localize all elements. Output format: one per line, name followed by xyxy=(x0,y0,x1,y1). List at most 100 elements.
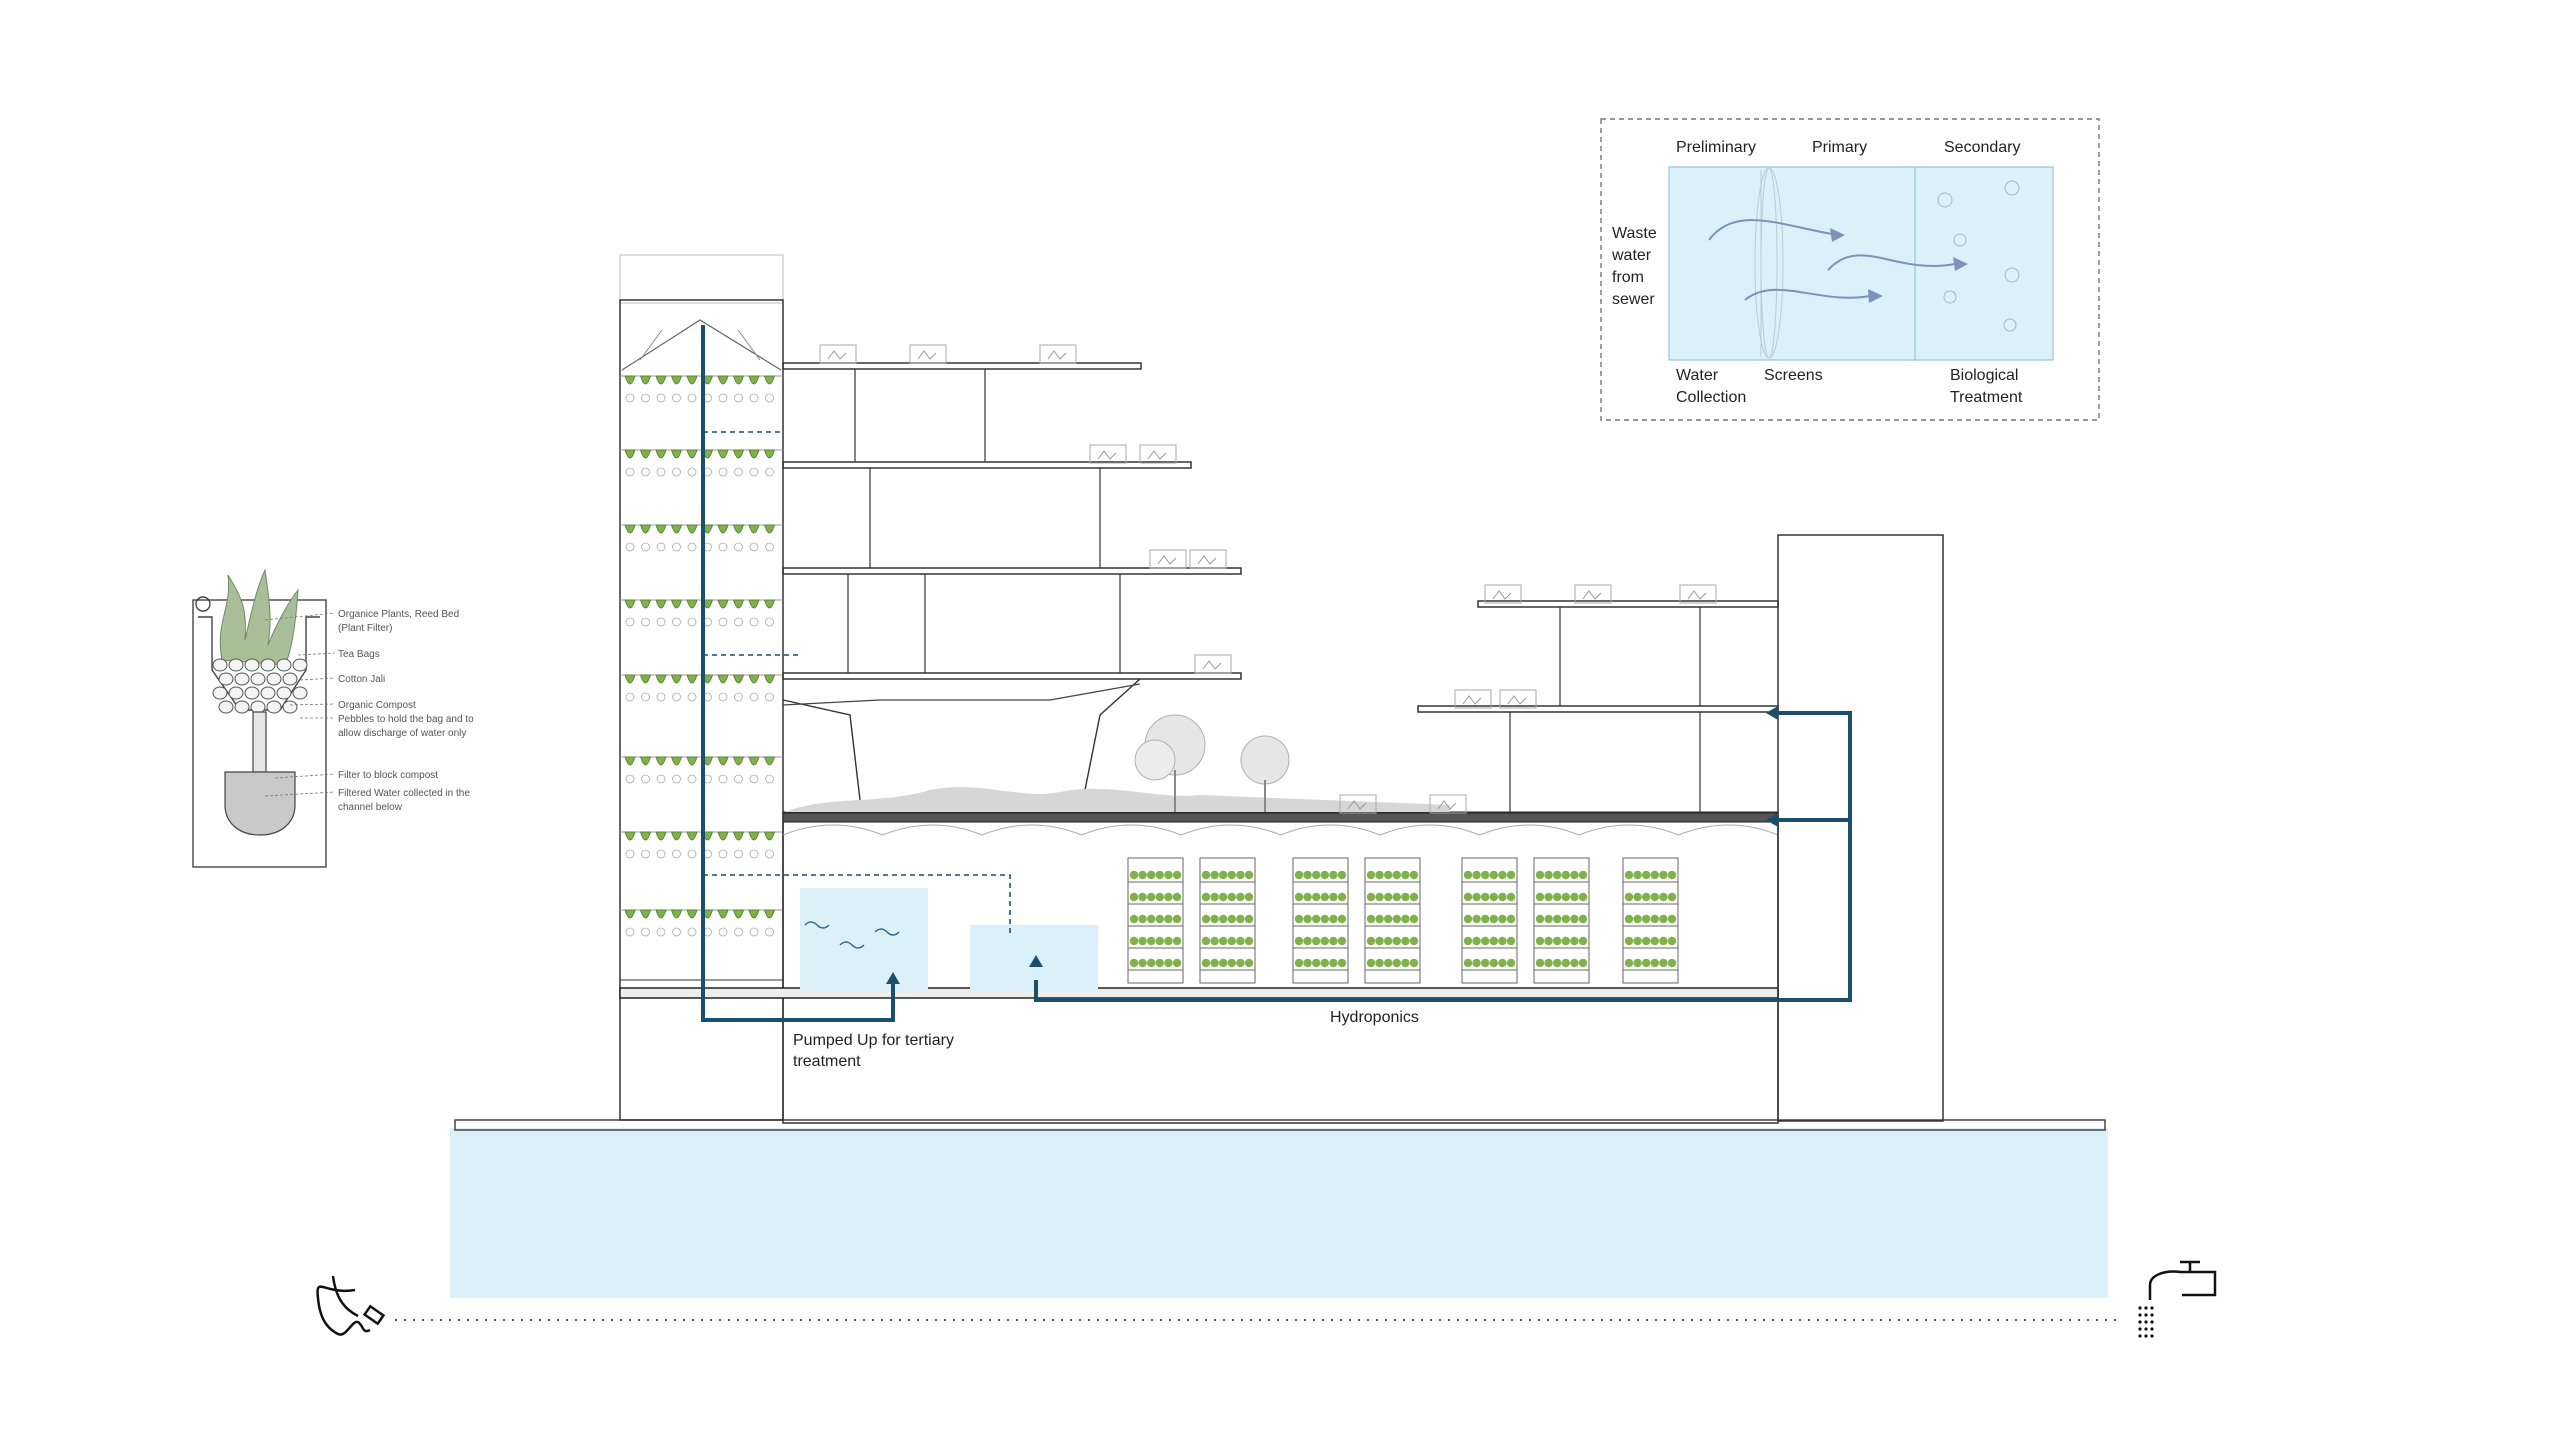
planter-pot xyxy=(686,674,698,684)
planter-pot xyxy=(748,449,760,459)
planter-box xyxy=(1139,444,1177,464)
filter-label: Tea Bags xyxy=(338,649,380,660)
screens-label: Screens xyxy=(1764,367,1823,384)
water-collection-line-2: Collection xyxy=(1676,389,1746,406)
reed-plant xyxy=(219,568,299,666)
planter-pot xyxy=(717,831,729,841)
vertical-planter-rows xyxy=(620,375,783,937)
hydroponic-rack xyxy=(1364,857,1421,984)
biological-line-1: Biological xyxy=(1950,367,2018,384)
planter-pot xyxy=(655,599,667,609)
planter-pot xyxy=(624,674,636,684)
planter-pot xyxy=(624,599,636,609)
planter-box xyxy=(1679,584,1717,604)
planter-pot xyxy=(670,831,683,841)
planter-pot xyxy=(639,524,652,534)
planter-box xyxy=(1429,794,1467,814)
planter-pot xyxy=(670,909,683,919)
planter-pot xyxy=(639,375,652,385)
planter-pot xyxy=(763,909,776,919)
water-pipes xyxy=(701,325,1852,1022)
hydroponic-rack xyxy=(1292,857,1349,984)
trees xyxy=(1134,714,1290,812)
right-building xyxy=(1417,534,1944,1122)
source-line-1: Waste xyxy=(1612,225,1657,242)
basement-arches xyxy=(782,824,1779,836)
planter-pot xyxy=(624,375,636,385)
planter-pot xyxy=(670,449,683,459)
planter-pot xyxy=(639,831,652,841)
planter-pot xyxy=(748,674,760,684)
planter-pot xyxy=(748,831,760,841)
planter-pot xyxy=(686,909,698,919)
stage-primary: Primary xyxy=(1812,139,1867,156)
planter-pot xyxy=(748,756,760,766)
planter-pot xyxy=(670,524,683,534)
planter-pot xyxy=(717,756,729,766)
section-labels: Pumped Up for tertiary treatment Hydropo… xyxy=(793,1009,1419,1070)
planter-pot xyxy=(686,524,698,534)
rooftop-planters xyxy=(819,344,1717,814)
hydroponic-rack xyxy=(1199,857,1256,984)
planter-pot xyxy=(732,831,745,841)
stage-secondary: Secondary xyxy=(1944,139,2021,156)
planter-pot xyxy=(670,674,683,684)
planter-pot xyxy=(748,599,760,609)
water-collection-line-1: Water xyxy=(1676,367,1719,384)
water-tanks xyxy=(800,888,1098,991)
filter-label: allow discharge of water only xyxy=(338,728,466,739)
planter-pot xyxy=(748,524,760,534)
planter-box xyxy=(1194,654,1232,674)
planter-box xyxy=(1149,549,1187,569)
planter-pot xyxy=(717,524,729,534)
planter-pot xyxy=(763,524,776,534)
pump-label-line-1: Pumped Up for tertiary xyxy=(793,1032,954,1049)
planter-pot xyxy=(655,831,667,841)
biological-line-2: Treatment xyxy=(1950,389,2023,406)
filter-label: (Plant Filter) xyxy=(338,623,392,634)
planter-pot xyxy=(732,674,745,684)
planter-pot xyxy=(624,524,636,534)
planter-pot xyxy=(732,909,745,919)
filter-detail: Organice Plants, Reed Bed(Plant Filter)T… xyxy=(192,568,474,868)
hydroponic-rack xyxy=(1127,857,1184,984)
stage-preliminary: Preliminary xyxy=(1676,139,1756,156)
planter-pot xyxy=(624,449,636,459)
left-tower xyxy=(619,254,784,1121)
planter-box xyxy=(1189,549,1227,569)
filter-label: Filtered Water collected in the xyxy=(338,788,470,799)
planter-pot xyxy=(732,599,745,609)
planter-pot xyxy=(686,756,698,766)
planter-pot xyxy=(655,375,667,385)
source-line-3: from xyxy=(1612,269,1644,286)
pebbles xyxy=(212,658,308,714)
pump-label-line-2: treatment xyxy=(793,1053,861,1070)
planter-pot xyxy=(670,375,683,385)
dashed-feed-lines xyxy=(703,431,1011,935)
planter-pot xyxy=(670,599,683,609)
planter-box xyxy=(1454,689,1492,709)
flow-arrowheads xyxy=(1830,228,1968,303)
hydroponics-label: Hydroponics xyxy=(1330,1009,1419,1026)
screen-filters xyxy=(1754,167,1784,359)
filter-label: Filter to block compost xyxy=(338,770,438,781)
planter-pot xyxy=(763,449,776,459)
planter-pot xyxy=(639,449,652,459)
planter-pot xyxy=(624,756,636,766)
planter-box xyxy=(1484,584,1522,604)
planter-pot xyxy=(748,375,760,385)
planter-pot xyxy=(732,756,745,766)
hydroponic-rack xyxy=(1533,857,1590,984)
planter-pot xyxy=(732,449,745,459)
source-line-2: water xyxy=(1611,247,1652,264)
planter-box xyxy=(1089,444,1127,464)
planter-pot xyxy=(763,599,776,609)
planter-pot xyxy=(655,449,667,459)
water-tap-icon xyxy=(2138,1260,2217,1338)
planter-box xyxy=(819,344,857,364)
filter-label: Cotton Jali xyxy=(338,674,385,685)
water-body xyxy=(450,1119,2108,1298)
filter-label: Organic Compost xyxy=(338,700,416,711)
planter-pot xyxy=(639,756,652,766)
flow-arrows xyxy=(1708,219,1956,301)
